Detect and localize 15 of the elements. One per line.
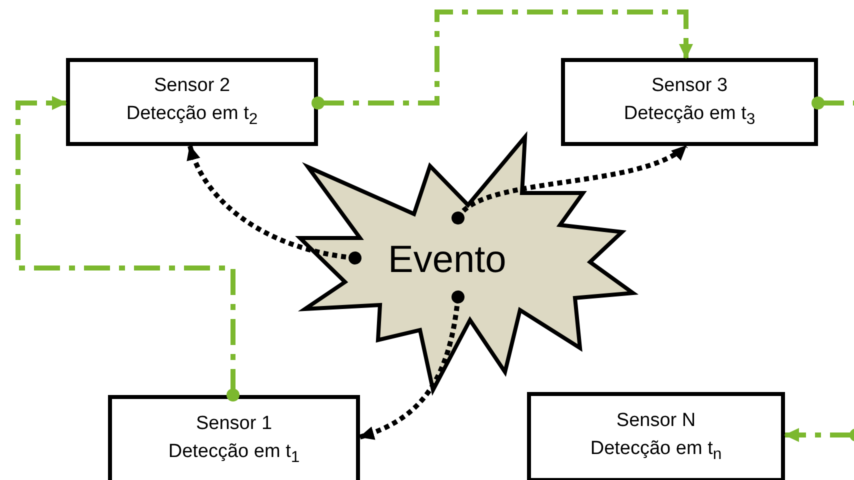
sensor-box [527,392,785,480]
sensor-box [561,58,818,146]
sensor-box [66,58,318,146]
detection-time: Detecção em t$_{n}$ [590,437,722,466]
sensor-name: Sensor 2 [154,74,230,98]
arrow [784,428,854,442]
arrow [312,10,693,110]
detection-time: Detecção em t$_{2}$ [126,102,258,130]
detection-time: Detecção em t$_{1}$ [168,440,300,468]
arrow [16,96,240,402]
sensor-name: Sensor 1 [196,412,272,436]
sensor-name: Sensor 3 [651,74,728,98]
sensor-name: Sensor N [616,408,696,433]
detection-time: Detecção em t$_{3}$ [624,102,756,130]
sensor-box [108,395,360,480]
